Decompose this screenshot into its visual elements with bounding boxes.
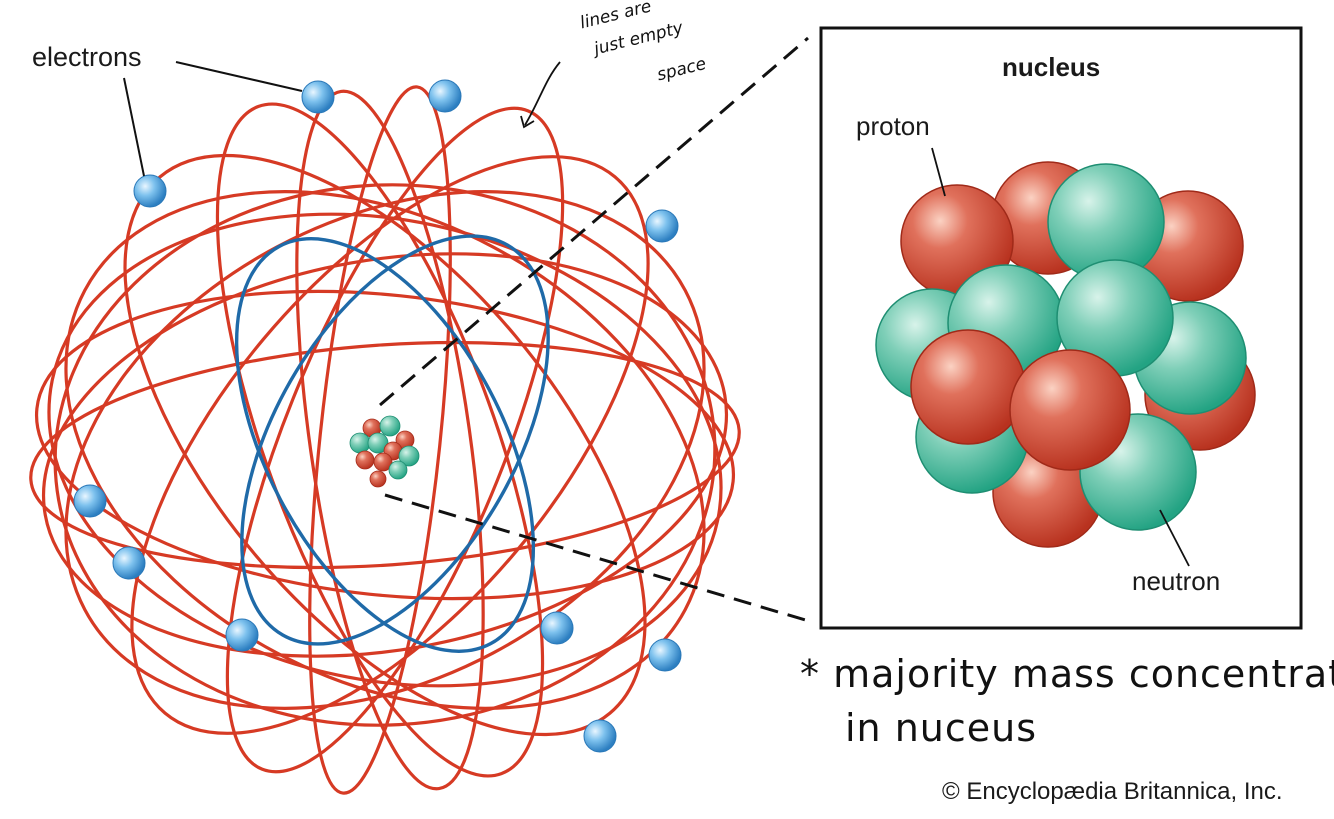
neutron-small xyxy=(349,432,371,454)
electron-leaders xyxy=(123,61,303,177)
note-arrow-head xyxy=(520,115,535,129)
electrons xyxy=(73,79,682,753)
proton xyxy=(910,329,1026,445)
outer-orbit xyxy=(295,89,485,791)
neutron-small xyxy=(398,445,420,467)
neutron-leader xyxy=(1159,509,1190,567)
outer-orbits xyxy=(29,85,741,795)
outer-orbit xyxy=(64,190,706,710)
electron xyxy=(112,546,146,580)
inset-leaders xyxy=(931,147,1190,567)
proton-small xyxy=(373,452,393,472)
zoom-line-bottom xyxy=(384,493,813,624)
neutron-label: neutron xyxy=(1132,566,1221,596)
electron xyxy=(428,79,462,113)
proton-small xyxy=(369,470,387,488)
proton xyxy=(1009,349,1131,471)
zoom-lines xyxy=(379,36,813,624)
outer-orbit xyxy=(53,183,717,727)
electron xyxy=(301,80,335,114)
outer-orbit xyxy=(123,153,647,737)
proton-small xyxy=(355,450,375,470)
note-arrow xyxy=(524,61,561,126)
inner-orbits xyxy=(234,234,550,653)
neutron-small xyxy=(379,415,401,437)
outer-orbit xyxy=(47,212,723,688)
outer-orbit xyxy=(225,106,565,774)
nucleus-title: nucleus xyxy=(1002,52,1101,82)
mass-note-line: in nuceus xyxy=(845,706,1038,750)
neutron-small xyxy=(388,460,408,480)
outer-orbit xyxy=(29,340,741,570)
copyright-text: © Encyclopædia Britannica, Inc. xyxy=(942,778,1283,805)
neutron-small xyxy=(367,432,389,454)
leader-line xyxy=(175,61,303,92)
leader-line xyxy=(123,77,145,177)
mass-note-line: * majority mass concentrated xyxy=(800,652,1334,696)
electron xyxy=(540,611,574,645)
electron xyxy=(648,638,682,672)
outer-orbit xyxy=(308,85,452,795)
outer-orbit xyxy=(130,155,650,735)
proton-label: proton xyxy=(856,111,930,141)
electron xyxy=(645,209,679,243)
zoom-line-top xyxy=(379,36,809,407)
proton-leader xyxy=(931,147,946,197)
electron xyxy=(133,174,167,208)
outer-orbit xyxy=(34,289,736,601)
big-nucleus xyxy=(875,161,1256,548)
electron xyxy=(225,618,259,652)
inner-orbit xyxy=(234,237,536,653)
electrons-label: electrons xyxy=(32,42,142,72)
inner-orbit xyxy=(240,234,550,646)
electron xyxy=(583,719,617,753)
center-nucleus xyxy=(349,415,420,488)
electron xyxy=(73,484,107,518)
